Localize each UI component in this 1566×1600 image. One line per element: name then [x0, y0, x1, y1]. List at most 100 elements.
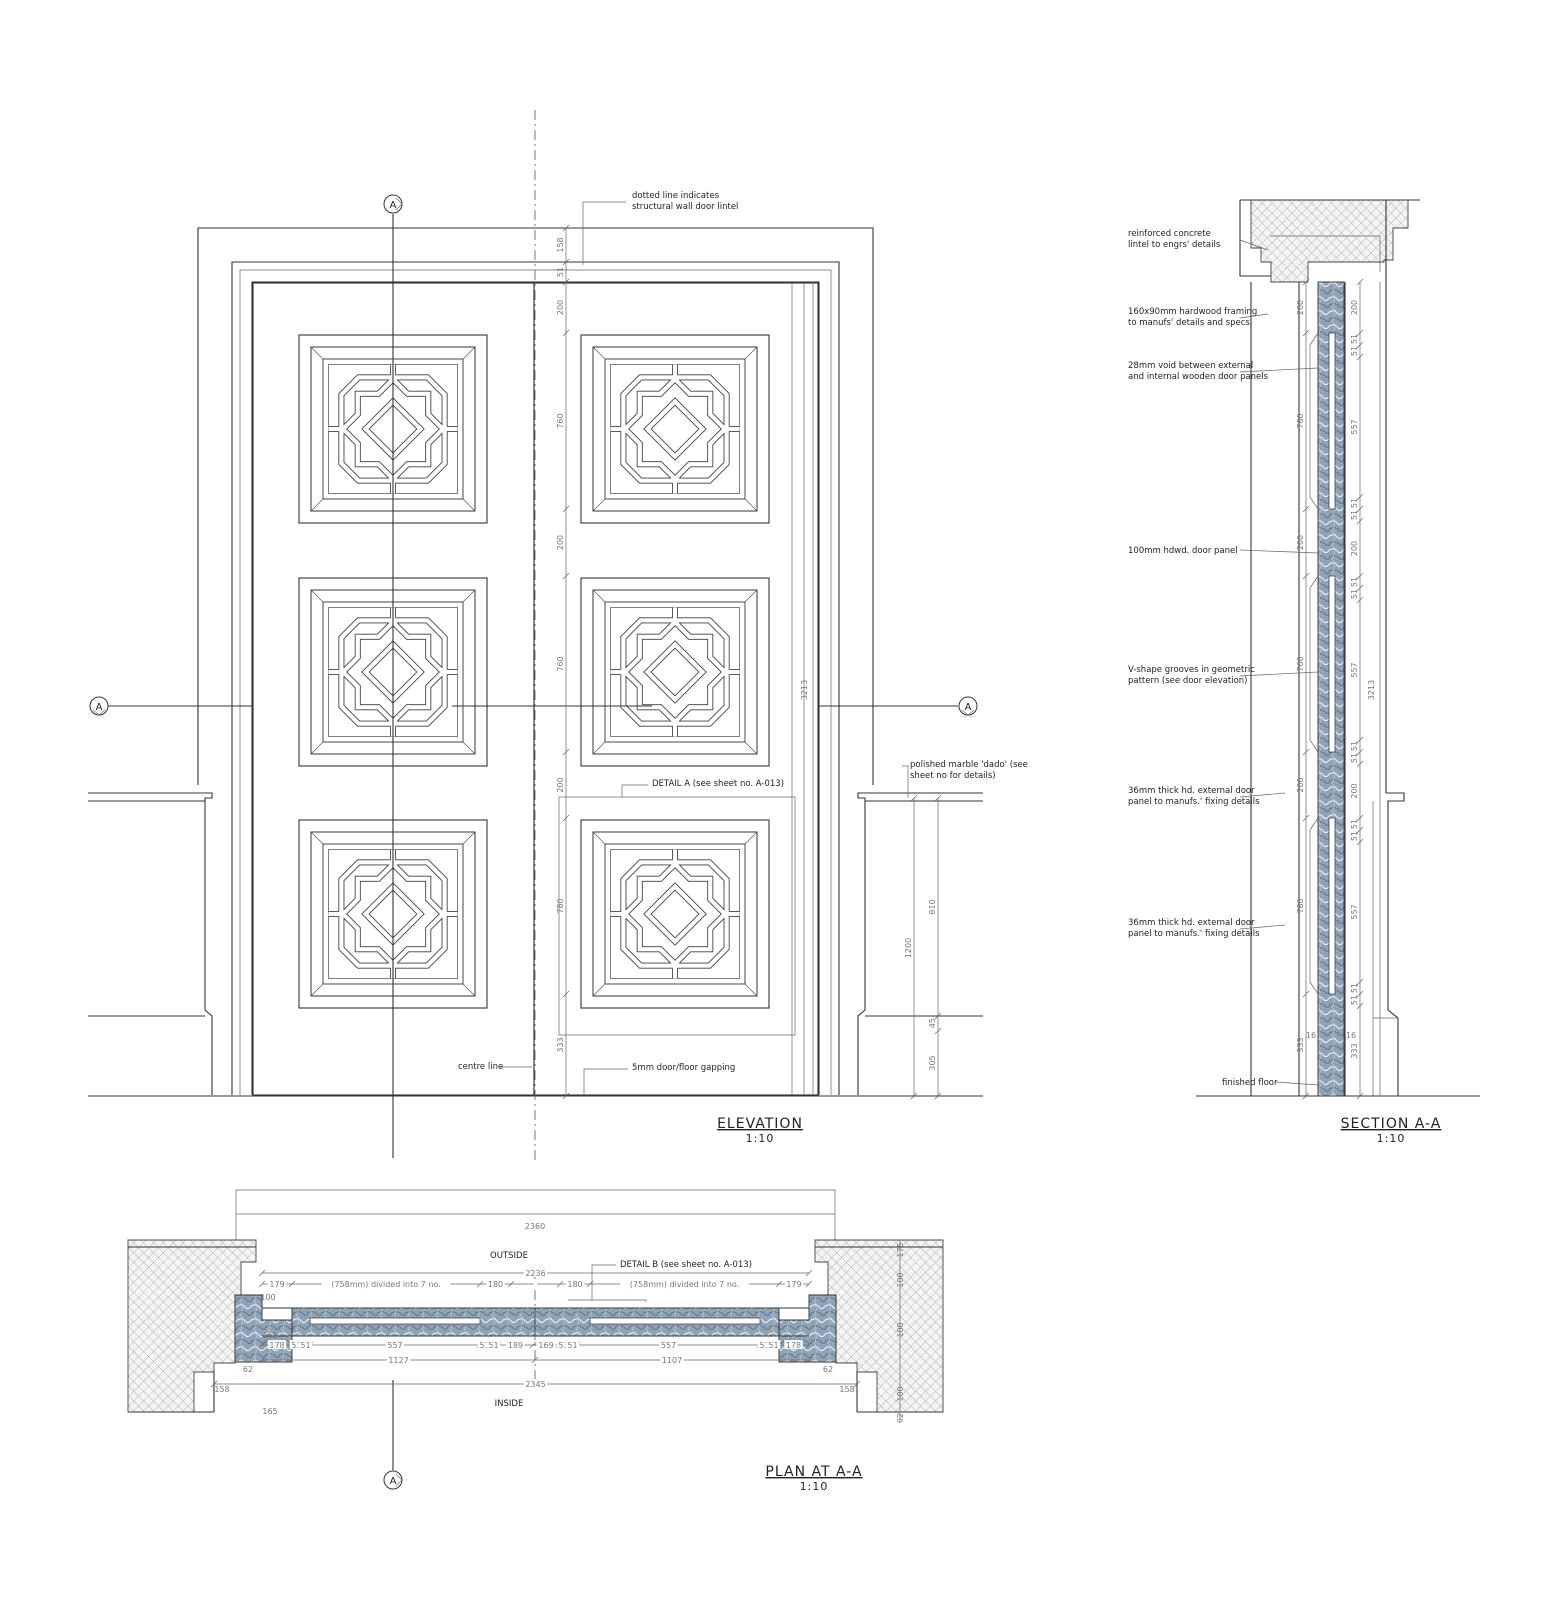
section-note-text: V-shape grooves in geometric: [1128, 665, 1255, 675]
plan-dim-value: 51: [300, 1341, 310, 1350]
section-dim-value: 200: [1296, 300, 1305, 315]
dado-dim-value: 810: [928, 899, 937, 914]
section-dim-value: 51: [1350, 819, 1359, 829]
plan-dim-value: 179: [786, 1280, 801, 1289]
plan-dim-value: 180: [567, 1280, 582, 1289]
section-note-text: to manufs' details and specs.: [1128, 318, 1253, 328]
section-marker-left: A: [89, 696, 109, 716]
dim-tick: [1356, 990, 1364, 998]
dado-dim-value: 1200: [904, 938, 913, 958]
section-scale: 1:10: [1377, 1132, 1406, 1145]
plan-dim-value: 169: [538, 1341, 553, 1350]
plan-dim-value: 51: [291, 1341, 301, 1350]
dim-tick: [1356, 748, 1364, 756]
dado-left: [88, 792, 213, 1095]
plan-side-dim: 158: [839, 1385, 854, 1394]
plan-dim-value: (758mm) divided into 7 no.: [630, 1280, 739, 1289]
elevation-dim-value: 760: [556, 656, 565, 671]
plan-scale: 1:10: [800, 1480, 829, 1493]
dim-tick: [1356, 596, 1364, 604]
plan-dim-value: 189: [508, 1341, 523, 1350]
plan-dim-value: 51: [479, 1341, 489, 1350]
note-lintel-line: dotted line indicates structural wall do…: [582, 191, 738, 265]
section-dim-value: 51: [1350, 577, 1359, 587]
section-dim-value: 333: [1350, 1043, 1359, 1058]
section-note-text: finished floor: [1222, 1078, 1278, 1088]
elevation-dim-value: 760: [556, 413, 565, 428]
svg-text:A: A: [965, 702, 972, 713]
dim-tick: [1356, 505, 1364, 513]
dim-tick: [1302, 990, 1310, 998]
section-dim-value: 557: [1350, 419, 1359, 434]
dado-right: [857, 792, 983, 1095]
dim-tick: [562, 258, 570, 266]
dim-tick: [1356, 329, 1364, 337]
section-dim-value: 200: [1296, 777, 1305, 792]
section-marker-top: A: [383, 194, 403, 214]
section-dim-value: 51: [1350, 983, 1359, 993]
dim-tick: [1302, 748, 1310, 756]
door-frame-right: [778, 1294, 837, 1363]
elevation-dim-value: 200: [556, 777, 565, 792]
svg-text:dotted line indicates: dotted line indicates: [632, 191, 720, 201]
section-dim-value: 200: [1350, 541, 1359, 556]
plan-side-dim: 175: [896, 1242, 905, 1257]
door-panel-voids: [1328, 332, 1336, 995]
note-dado: polished marble 'dado' (see sheet no for…: [902, 760, 1028, 798]
plan-label-outside: OUTSIDE: [490, 1251, 528, 1261]
section-dim-value: 51: [1350, 741, 1359, 751]
section-note-text: panel to manufs.' fixing details: [1128, 929, 1260, 939]
svg-text:structural wall door lintel: structural wall door lintel: [632, 202, 738, 212]
section-note-text: 100mm hdwd. door panel: [1128, 546, 1238, 556]
plan-dim-value: 557: [387, 1341, 402, 1350]
dim-tick: [562, 814, 570, 822]
section-note-text: reinforced concrete: [1128, 229, 1211, 239]
dim-tick: [562, 278, 570, 286]
section-note-text: panel to manufs.' fixing details: [1128, 797, 1260, 807]
plan-dim-value: 51: [488, 1341, 498, 1350]
elevation-dim-value: 780: [556, 898, 565, 913]
door-frame-left: [234, 1294, 293, 1363]
section-dim-value: 51: [1350, 334, 1359, 344]
section-note-text: 36mm thick hd. external door: [1128, 786, 1255, 796]
section-dim-value: 760: [1296, 413, 1305, 428]
dim-tick: [1356, 978, 1364, 986]
plan-dim-value: 51: [759, 1341, 769, 1350]
dim-tick: [1356, 353, 1364, 361]
plan-side-dim: 62: [243, 1365, 253, 1374]
dim-tick: [1302, 572, 1310, 580]
plan-view: 2360 OUTSIDE INSIDE DETAIL B (see sheet …: [127, 1189, 944, 1493]
plan-dim-value: 1107: [662, 1356, 682, 1365]
dim-tick: [1356, 736, 1364, 744]
section-note-text: and internal wooden door panels: [1128, 372, 1269, 382]
svg-text:A: A: [390, 1476, 397, 1487]
section-dim-value: 51: [1350, 346, 1359, 356]
section-dimension-right: 2005151557515120051515575151200515155751…: [1350, 278, 1364, 1100]
plan-dim-value: 178: [269, 1341, 284, 1350]
dim-tick: [1356, 826, 1364, 834]
dim-tick: [562, 224, 570, 232]
note-gapping: 5mm door/floor gapping: [583, 1063, 735, 1094]
dim-tick: [562, 329, 570, 337]
note-centre-line: centre line: [458, 1062, 532, 1072]
plan-label-inside: INSIDE: [495, 1399, 524, 1409]
dim-tick: [1356, 517, 1364, 525]
dim-tick: [1302, 505, 1310, 513]
dim-tick: [1356, 493, 1364, 501]
plan-side-dim: 165: [262, 1331, 277, 1340]
door-panel: [581, 578, 769, 766]
section-dim-value: 780: [1296, 898, 1305, 913]
plan-side-dim: 62: [896, 1413, 905, 1423]
plan-dim-value: 2236: [525, 1269, 545, 1278]
dim-tick: [1356, 584, 1364, 592]
svg-text:polished marble 'dado' (see: polished marble 'dado' (see: [910, 760, 1028, 770]
dim-tick: [562, 572, 570, 580]
plan-dim-value: 180: [488, 1280, 503, 1289]
svg-text:16: 16: [1346, 1031, 1356, 1040]
elevation-dim-value: 200: [556, 300, 565, 315]
section-dim-value: 51: [1350, 753, 1359, 763]
section-dim-value: 557: [1350, 904, 1359, 919]
elevation-dim-value: 51: [556, 267, 565, 277]
